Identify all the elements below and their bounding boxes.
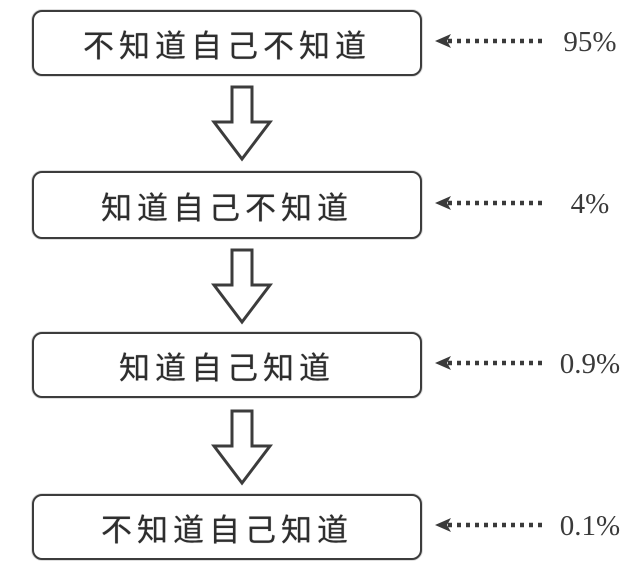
down-arrow-icon xyxy=(210,85,274,162)
flow-box-1-label: 不知道自己不知道 xyxy=(83,28,371,64)
percent-label-1: 95% xyxy=(563,26,617,58)
flow-box-3-label: 知道自己知道 xyxy=(119,350,335,386)
dotted-left-arrow-icon xyxy=(435,196,546,210)
flow-box-3: 知道自己知道 xyxy=(32,332,422,398)
percent-label-2: 4% xyxy=(570,188,610,220)
dotted-left-arrow-icon xyxy=(435,518,546,532)
flow-box-4: 不知道自己知道 xyxy=(32,494,422,560)
dotted-left-arrow-icon xyxy=(435,356,546,370)
percent-label-3: 0.9% xyxy=(559,348,621,380)
down-arrow-icon xyxy=(210,248,274,325)
flow-box-2: 知道自己不知道 xyxy=(32,171,422,239)
flow-box-4-label: 不知道自己知道 xyxy=(101,512,353,548)
dotted-left-arrow-icon xyxy=(435,34,546,48)
flow-box-1: 不知道自己不知道 xyxy=(32,10,422,76)
down-arrow-icon xyxy=(210,409,274,486)
percent-label-4: 0.1% xyxy=(559,510,621,542)
flow-box-2-label: 知道自己不知道 xyxy=(101,190,353,226)
